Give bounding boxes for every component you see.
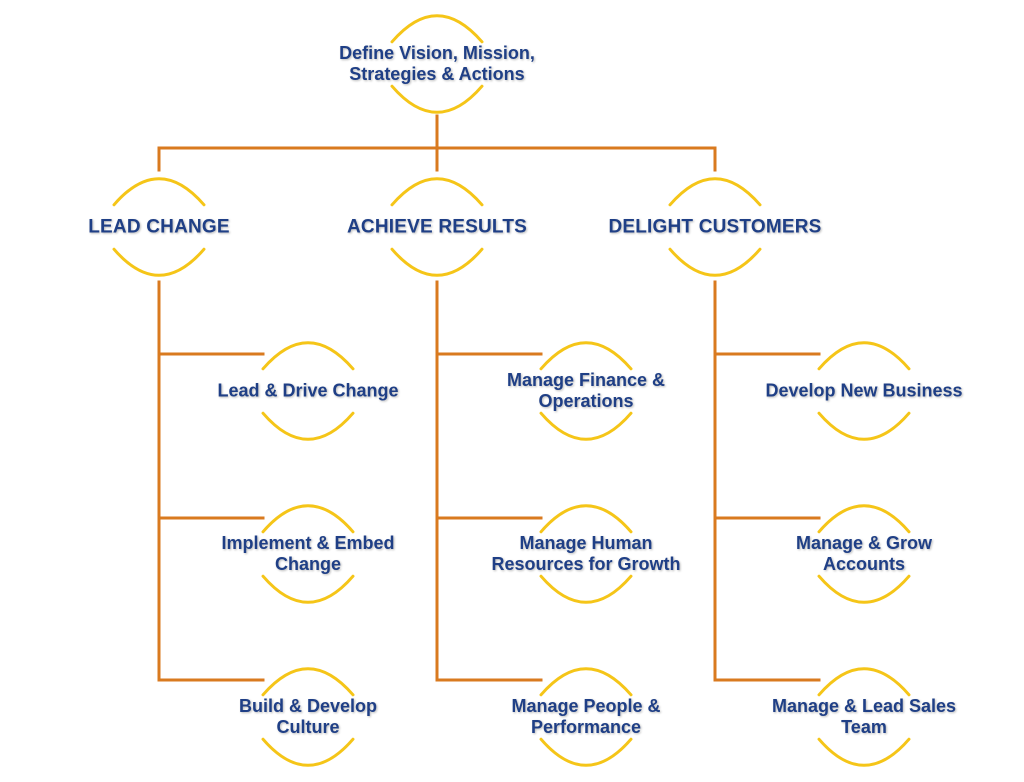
leaf-node-2-2-bottom-arc xyxy=(817,737,911,767)
leaf-node-0-2-bottom-arc xyxy=(261,737,355,767)
leaf-line: Manage Finance & xyxy=(506,370,666,390)
leaf-manage-lead-sales-team: Manage & Lead Sales Team xyxy=(772,696,956,738)
leaf-line: Implement & Embed xyxy=(221,533,395,553)
root-node-bottom-arc xyxy=(390,84,484,114)
branch-title-text: ACHIEVE RESULTS xyxy=(346,216,528,238)
leaf-build-develop-culture: Build & Develop Culture xyxy=(239,696,377,738)
leaf-line: Lead & Drive Change xyxy=(217,380,399,401)
root-node-label: Define Vision, Mission, Strategies & Act… xyxy=(339,43,535,85)
leaf-node-1-0-bottom-arc xyxy=(539,411,633,441)
branch-title-achieve-results: ACHIEVE RESULTS xyxy=(347,217,527,238)
leaf-node-0-0-bottom-arc xyxy=(261,411,355,441)
branch-node-1-top-arc xyxy=(390,177,484,207)
leaf-manage-grow-accounts: Manage & Grow Accounts xyxy=(796,533,932,575)
leaf-line: Performance xyxy=(530,717,642,737)
leaf-line: Develop New Business xyxy=(765,380,963,401)
leaf-node-0-2-top-arc xyxy=(261,667,355,697)
root-line-1: Define Vision, Mission, xyxy=(339,43,535,63)
leaf-line: Manage Human xyxy=(519,533,653,553)
root-node-top-arc xyxy=(390,14,484,44)
leaf-node-0-1-top-arc xyxy=(261,504,355,534)
branch-title-lead-change: LEAD CHANGE xyxy=(88,217,230,238)
leaf-line: Manage & Lead Sales xyxy=(771,696,957,716)
branch-title-text: DELIGHT CUSTOMERS xyxy=(608,216,822,238)
leaf-line: Team xyxy=(841,717,887,737)
leaf-manage-finance-operations: Manage Finance & Operations xyxy=(507,370,665,412)
branch-node-2-bottom-arc xyxy=(668,247,762,277)
leaf-node-1-1-top-arc xyxy=(539,504,633,534)
leaf-node-2-0-top-arc xyxy=(817,341,911,371)
leaf-line: Operations xyxy=(538,391,634,411)
root-line-2: Strategies & Actions xyxy=(349,64,525,84)
branch-title-delight-customers: DELIGHT CUSTOMERS xyxy=(608,217,821,238)
leaf-node-0-0-top-arc xyxy=(261,341,355,371)
leaf-node-2-1-top-arc xyxy=(817,504,911,534)
leaf-node-2-2-top-arc xyxy=(817,667,911,697)
leaf-node-2-1-bottom-arc xyxy=(817,574,911,604)
leaf-node-1-2-bottom-arc xyxy=(539,737,633,767)
leaf-lead-drive-change: Lead & Drive Change xyxy=(217,381,398,402)
leaf-line: Resources for Growth xyxy=(491,554,681,574)
leaf-line: Culture xyxy=(276,717,340,737)
leaf-line: Manage People & xyxy=(511,696,661,716)
branch-title-text: LEAD CHANGE xyxy=(88,216,230,238)
leaf-line: Manage & Grow xyxy=(795,533,933,553)
leaf-node-1-2-top-arc xyxy=(539,667,633,697)
leaf-line: Build & Develop xyxy=(238,696,378,716)
leaf-node-1-0-top-arc xyxy=(539,341,633,371)
branch-node-0-top-arc xyxy=(112,177,206,207)
leaf-line: Accounts xyxy=(822,554,905,574)
leaf-implement-embed-change: Implement & Embed Change xyxy=(221,533,394,575)
leaf-manage-people-performance: Manage People & Performance xyxy=(511,696,660,738)
branch-node-1-bottom-arc xyxy=(390,247,484,277)
leaf-manage-human-resources: Manage Human Resources for Growth xyxy=(491,533,680,575)
leaf-node-2-0-bottom-arc xyxy=(817,411,911,441)
leaf-node-0-1-bottom-arc xyxy=(261,574,355,604)
leaf-node-1-1-bottom-arc xyxy=(539,574,633,604)
leaf-line: Change xyxy=(274,554,341,574)
branch-node-2-top-arc xyxy=(668,177,762,207)
leaf-develop-new-business: Develop New Business xyxy=(765,381,962,402)
branch-node-0-bottom-arc xyxy=(112,247,206,277)
